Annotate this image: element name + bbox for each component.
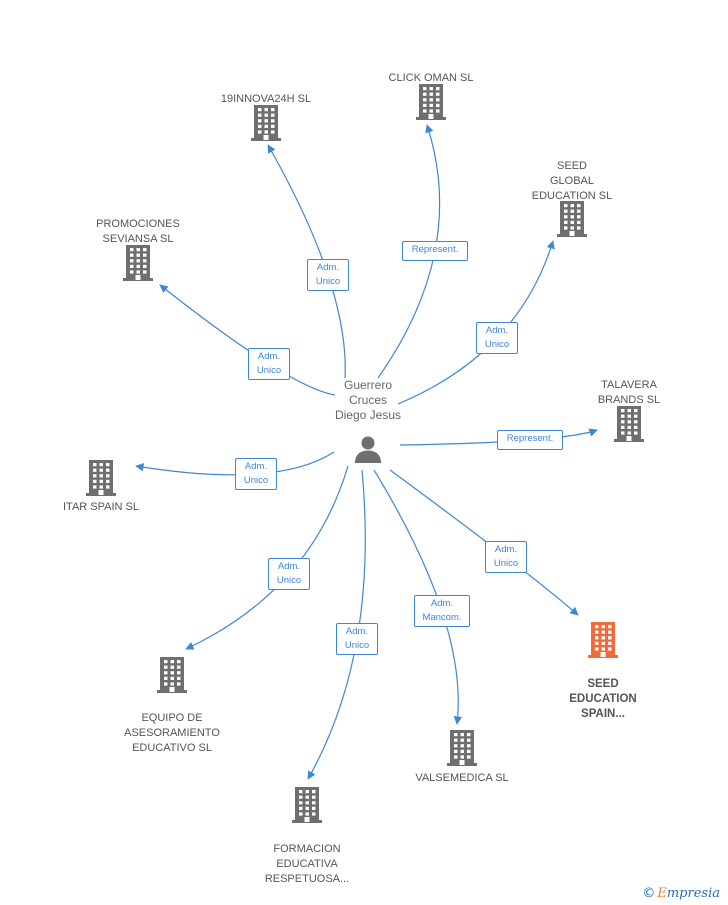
building-icon[interactable] xyxy=(447,730,477,766)
relation-label-innova: Adm. Unico xyxy=(307,259,349,291)
relation-label-equipo: Adm. Unico xyxy=(268,558,310,590)
relation-edge-equipo xyxy=(185,465,349,650)
company-name-seedglobal[interactable]: SEED GLOBAL EDUCATION SL xyxy=(531,160,613,202)
building-icon[interactable] xyxy=(416,84,446,120)
relation-label-talavera: Represent. xyxy=(497,430,563,450)
empresia-brand: ©Empresia xyxy=(642,886,720,901)
copyright-symbol: © xyxy=(642,886,656,901)
company-name-seededucation[interactable]: SEED EDUCATION SPAIN... xyxy=(569,678,637,720)
building-icon[interactable] xyxy=(86,460,116,496)
building-icon[interactable] xyxy=(123,245,153,281)
company-name-valsemedica[interactable]: VALSEMEDICA SL xyxy=(415,772,509,784)
relation-label-valsemedica: Adm. Mancom. xyxy=(414,595,470,627)
relation-label-clickoman: Represent. xyxy=(402,241,468,261)
brand-name: mpresia xyxy=(666,886,720,901)
building-icon[interactable] xyxy=(292,787,322,823)
company-name-talavera[interactable]: TALAVERA BRANDS SL xyxy=(597,379,661,406)
relation-label-promociones: Adm. Unico xyxy=(248,348,290,380)
company-name-equipo[interactable]: EQUIPO DE ASESORAMIENTO EDUCATIVO SL xyxy=(124,712,220,754)
relation-label-formacion: Adm. Unico xyxy=(336,623,378,655)
company-name-clickoman[interactable]: CLICK OMAN SL xyxy=(388,72,474,84)
relation-label-seededucation: Adm. Unico xyxy=(485,541,527,573)
person-name[interactable]: Guerrero Cruces Diego Jesus xyxy=(334,378,402,422)
relation-label-itar: Adm. Unico xyxy=(235,458,277,490)
building-icon[interactable] xyxy=(157,657,187,693)
relation-label-seedglobal: Adm. Unico xyxy=(476,322,518,354)
building-icon[interactable] xyxy=(614,406,644,442)
company-name-itar[interactable]: ITAR SPAIN SL xyxy=(62,501,139,513)
brand-initial: E xyxy=(657,886,667,901)
relation-edge-seededucation xyxy=(389,469,579,616)
building-icon[interactable] xyxy=(557,201,587,237)
building-icon[interactable] xyxy=(588,622,618,658)
company-name-innova[interactable]: 19INNOVA24H SL xyxy=(220,93,312,105)
building-icon[interactable] xyxy=(251,105,281,141)
person-icon[interactable] xyxy=(355,436,381,464)
company-name-formacion[interactable]: FORMACION EDUCATIVA RESPETUOSA... xyxy=(264,843,350,885)
company-name-promociones[interactable]: PROMOCIONES SEVIANSA SL xyxy=(96,218,180,245)
